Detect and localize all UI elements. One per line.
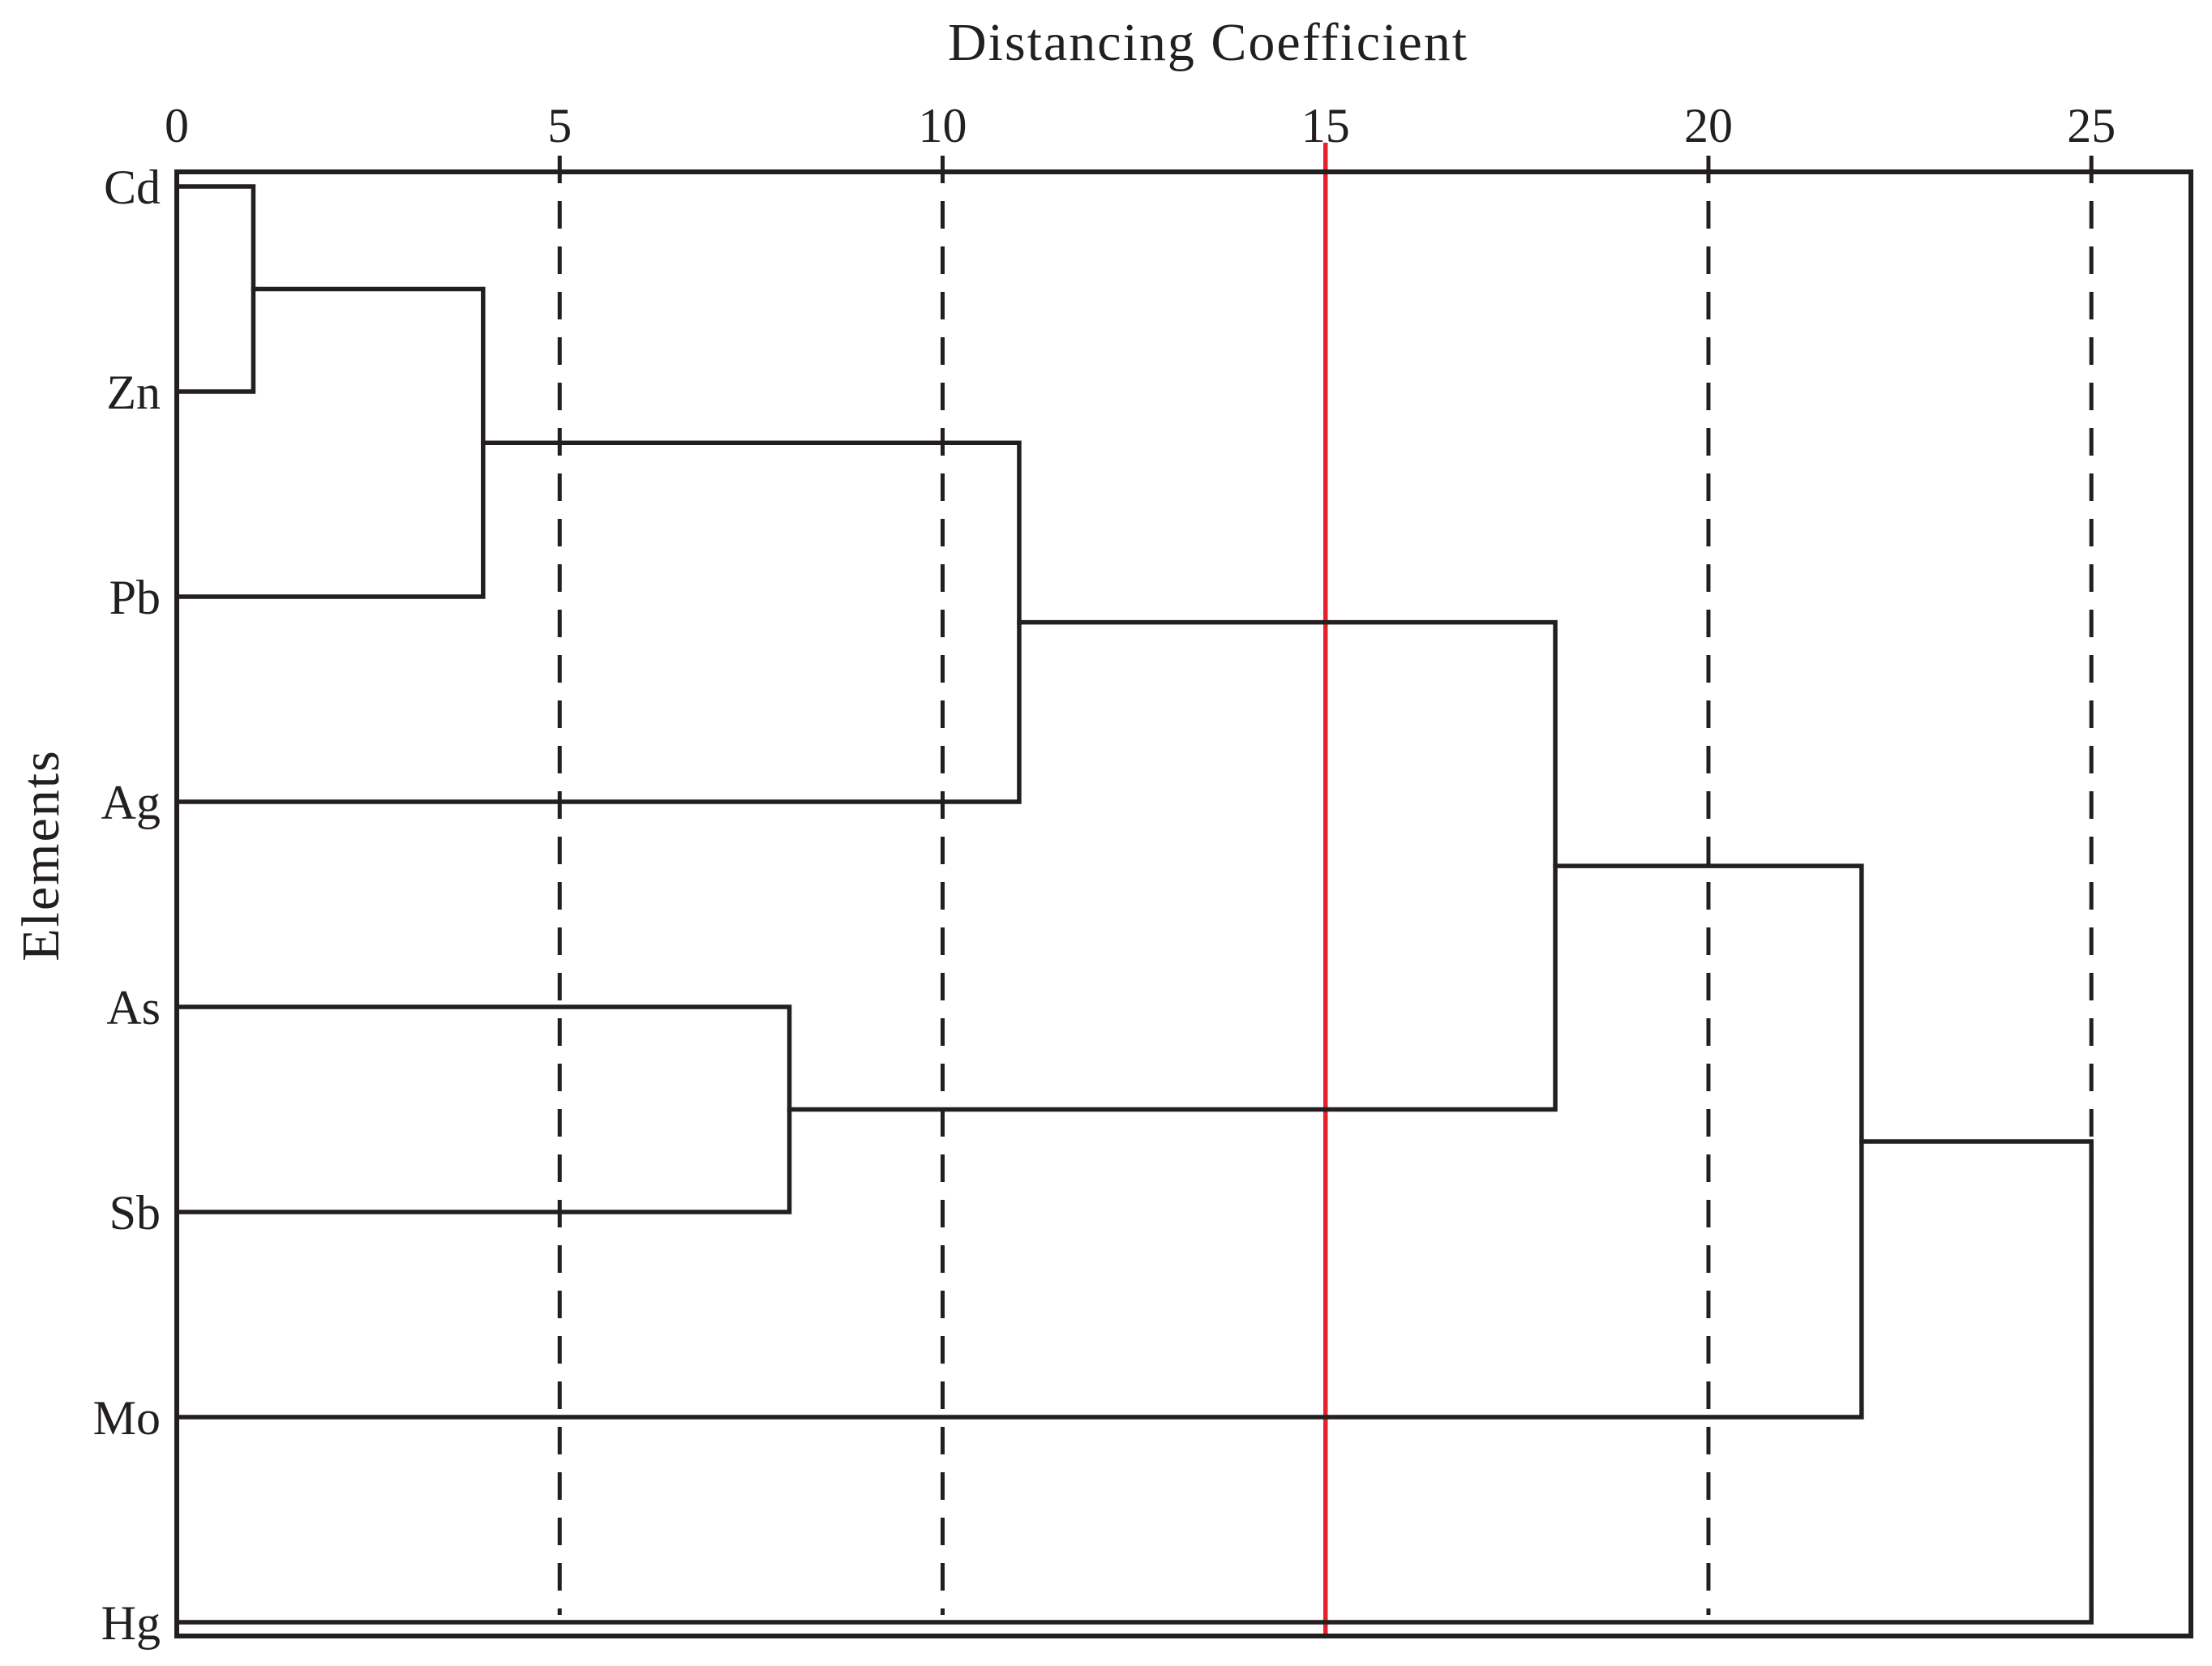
x-axis-title: Distancing Coefficient	[948, 13, 1468, 72]
leaf-label-zn: Zn	[106, 366, 161, 419]
x-tick-label-0: 0	[165, 99, 189, 152]
leaf-label-hg: Hg	[101, 1596, 161, 1650]
leaf-label-cd: Cd	[104, 161, 161, 214]
x-tick-label-15: 15	[1301, 99, 1350, 152]
plot-frame	[174, 169, 2193, 1638]
dendrogram-links	[174, 184, 2094, 1625]
link-c1	[174, 184, 256, 394]
leaf-label-ag: Ag	[101, 776, 161, 829]
link-c6	[174, 863, 1864, 1420]
link-c3	[174, 1004, 792, 1214]
gridlines	[557, 156, 2094, 1615]
x-tick-label-25: 25	[2067, 99, 2116, 152]
x-tick-labels: 0 5 10 15 20 25	[165, 99, 2116, 152]
x-tick-label-20: 20	[1684, 99, 1733, 152]
leaf-label-sb: Sb	[109, 1186, 161, 1240]
link-c4	[174, 440, 1022, 804]
leaf-label-pb: Pb	[109, 571, 161, 624]
x-tick-label-5: 5	[547, 99, 572, 152]
leaf-label-mo: Mo	[93, 1391, 161, 1445]
link-c2	[174, 286, 486, 599]
x-tick-label-10: 10	[918, 99, 967, 152]
link-c7	[174, 1139, 2094, 1625]
y-axis-title: Elements	[11, 749, 71, 961]
link-c5	[787, 619, 1558, 1112]
leaf-label-as: As	[106, 981, 161, 1034]
